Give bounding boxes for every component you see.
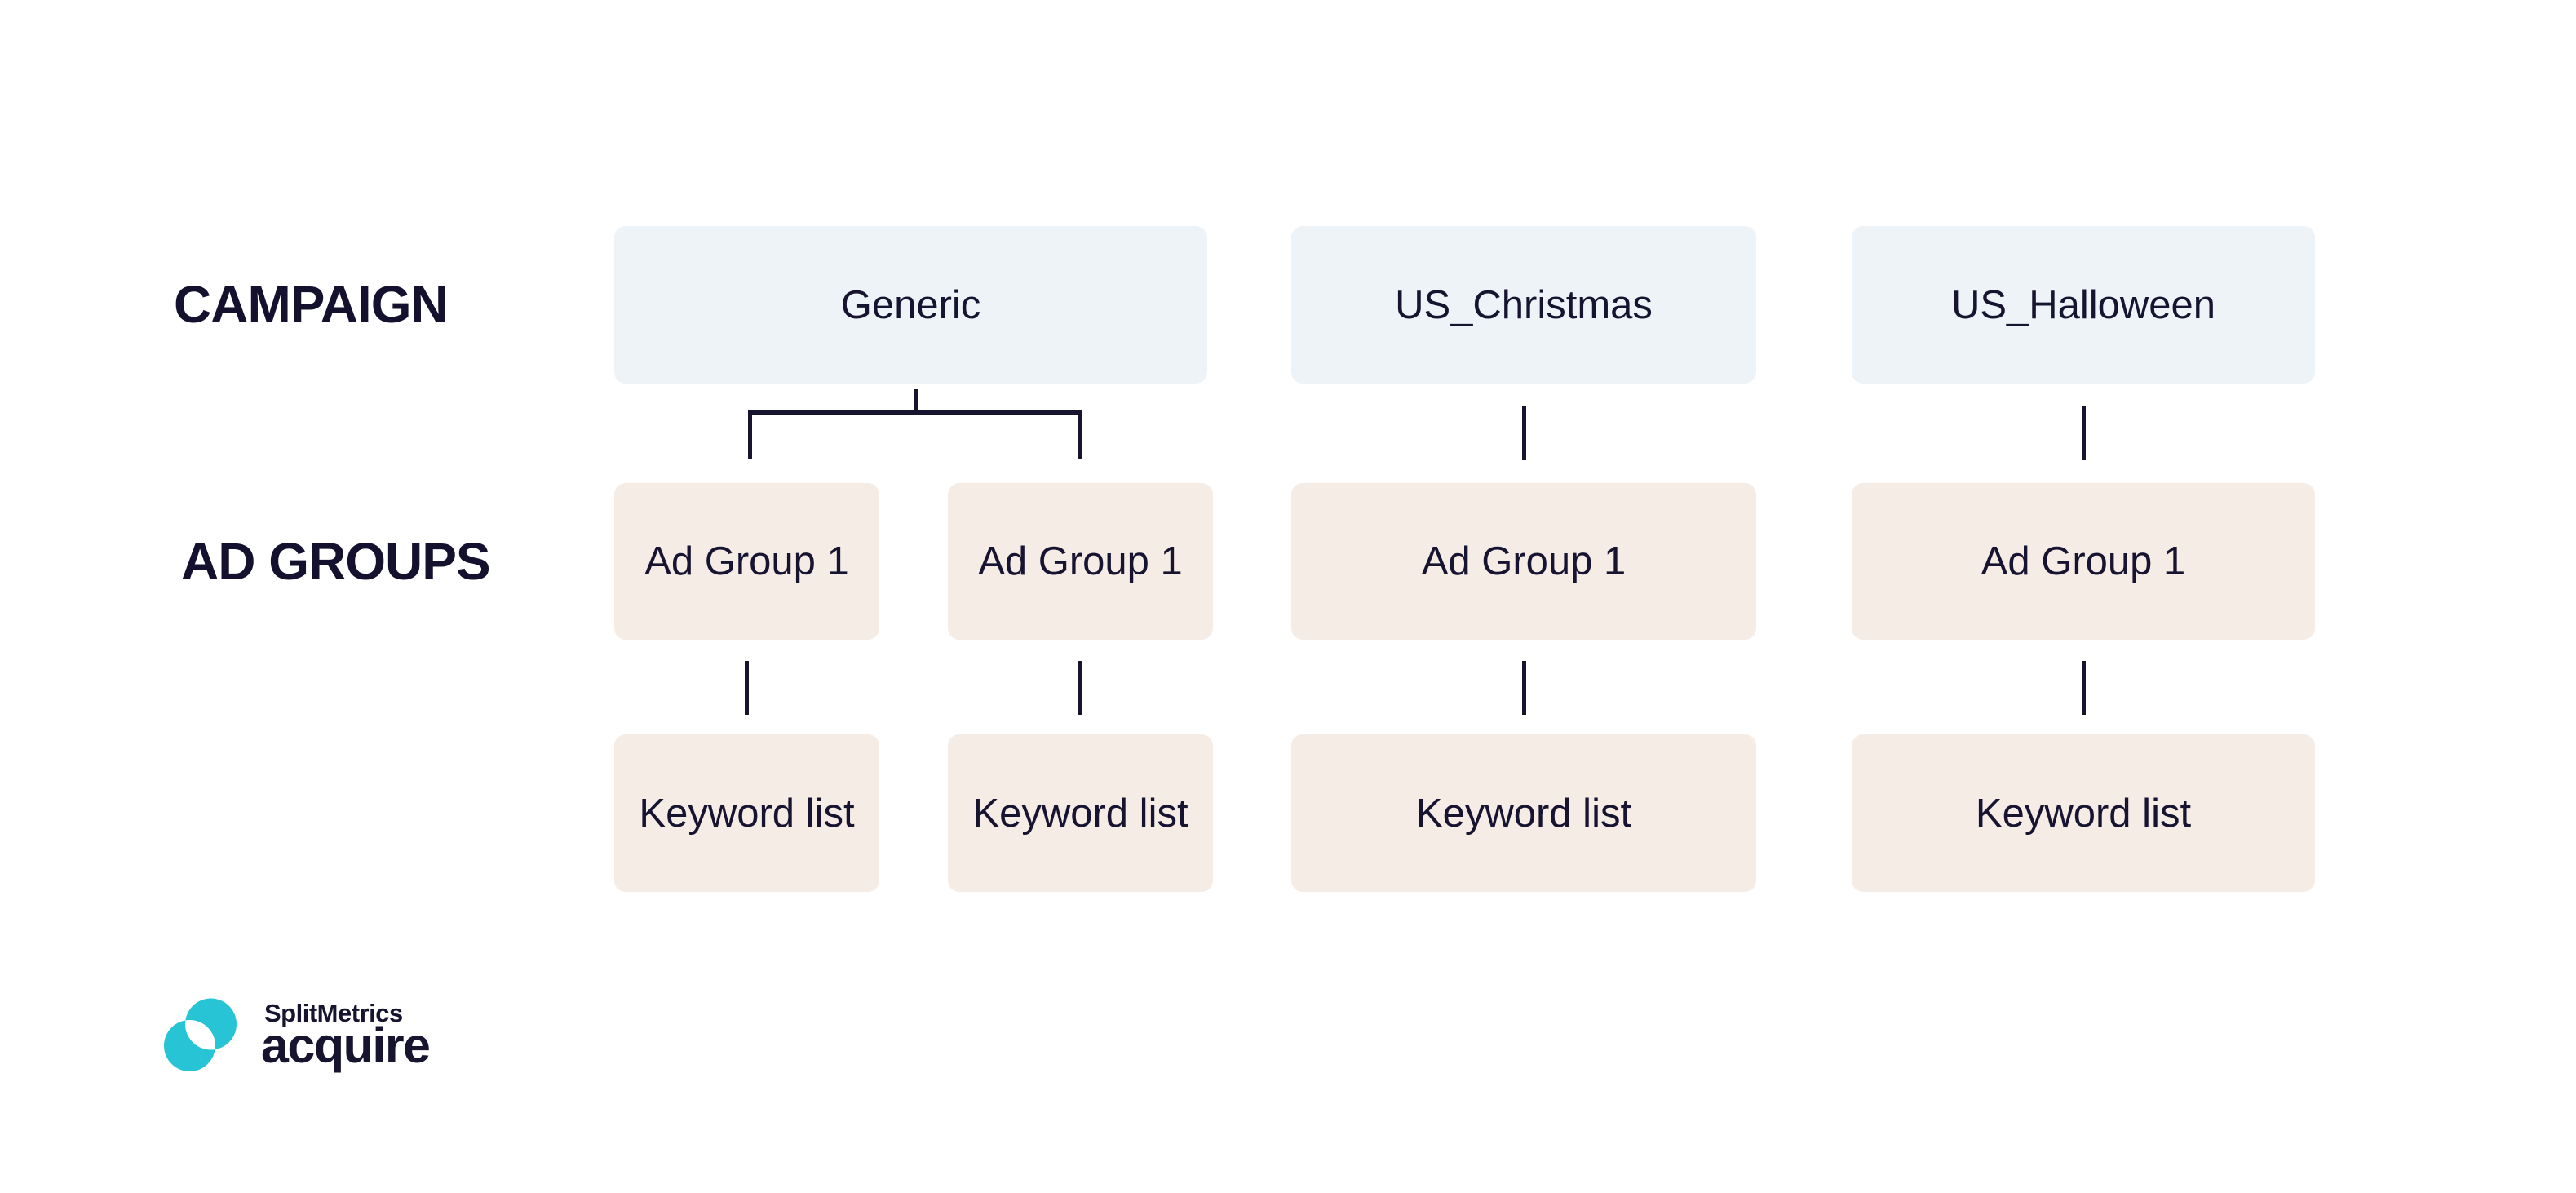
connector-generic-stem xyxy=(914,389,918,414)
connector-generic-branch-left xyxy=(748,410,752,459)
row-label-campaign: CAMPAIGN xyxy=(174,275,449,334)
adgroup-box-halloween: Ad Group 1 xyxy=(1852,483,2315,640)
connector-christmas-adgroup xyxy=(1522,406,1526,460)
connector-adgroup-keyword-christmas xyxy=(1522,661,1526,715)
keyword-box-generic-1: Keyword list xyxy=(614,734,879,892)
connector-generic-crossbar xyxy=(748,410,1082,415)
keyword-box-generic-2: Keyword list xyxy=(948,734,1213,892)
campaign-box-us-halloween: US_Halloween xyxy=(1852,226,2315,384)
keyword-box-christmas: Keyword list xyxy=(1291,734,1756,892)
campaign-box-us-christmas: US_Christmas xyxy=(1291,226,1756,384)
connector-adgroup-keyword-generic-1 xyxy=(745,661,749,715)
adgroup-box-christmas: Ad Group 1 xyxy=(1291,483,1756,640)
connector-adgroup-keyword-halloween xyxy=(2082,661,2086,715)
connector-halloween-adgroup xyxy=(2082,406,2086,460)
campaign-box-generic: Generic xyxy=(614,226,1207,384)
splitmetrics-logo-mark-icon xyxy=(164,998,237,1071)
connector-adgroup-keyword-generic-2 xyxy=(1078,661,1082,715)
keyword-box-halloween: Keyword list xyxy=(1852,734,2315,892)
logo-brand-text: SplitMetrics xyxy=(264,999,403,1027)
row-label-ad-groups: AD GROUPS xyxy=(181,532,491,591)
logo-product-text: acquire xyxy=(261,1018,431,1073)
adgroup-box-generic-2: Ad Group 1 xyxy=(948,483,1213,640)
adgroup-box-generic-1: Ad Group 1 xyxy=(614,483,879,640)
connector-generic-branch-right xyxy=(1078,410,1082,459)
